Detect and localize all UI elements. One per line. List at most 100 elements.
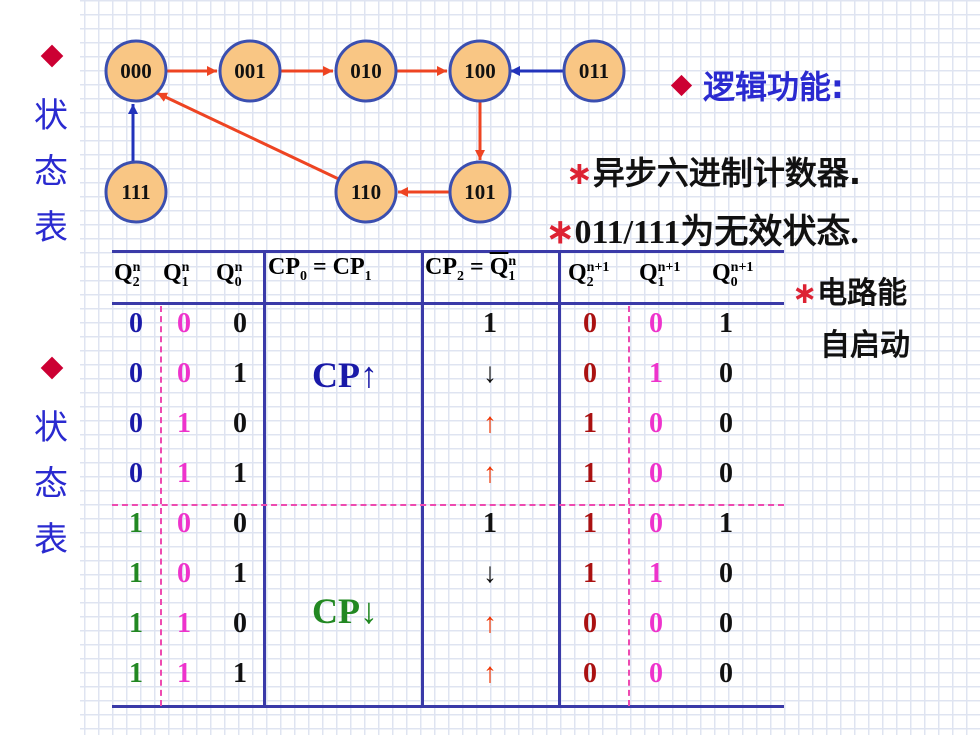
state-node-001: 001 bbox=[218, 39, 282, 103]
label-char: 表 bbox=[34, 520, 68, 560]
table-cell-q0: 0 bbox=[233, 508, 247, 539]
state-node-000: 000 bbox=[104, 39, 168, 103]
header-cp2: CP2 = Q1n bbox=[425, 254, 517, 284]
label-char: 表 bbox=[34, 208, 68, 248]
table-cell-q0: 1 bbox=[233, 658, 247, 689]
state-node-100: 100 bbox=[448, 39, 512, 103]
table-cell-cp2: ↓ bbox=[483, 358, 497, 389]
table-cell-n2: 0 bbox=[583, 308, 597, 339]
dashed-divider bbox=[160, 306, 162, 706]
header-q0n: Q0n bbox=[216, 260, 243, 290]
table-cell-n1: 0 bbox=[649, 458, 663, 489]
table-divider-cp2-next bbox=[558, 250, 561, 708]
svg-text:010: 010 bbox=[350, 59, 382, 83]
state-table-label-top: 状 态 表 bbox=[26, 88, 76, 256]
table-cell-q2: 0 bbox=[129, 308, 143, 339]
table-cell-q2: 1 bbox=[129, 608, 143, 639]
counter-description: ∗异步六进制计数器. bbox=[566, 148, 861, 194]
header-q1n1: Q1n+1 bbox=[639, 260, 681, 290]
table-cell-q0: 1 bbox=[233, 558, 247, 589]
state-node-101: 101 bbox=[448, 160, 512, 224]
table-bottom-border bbox=[112, 705, 784, 708]
invalid-state-note: ∗011/111为无效状态. bbox=[546, 204, 859, 253]
self-start-text-1: 电路能 bbox=[817, 276, 908, 311]
svg-text:110: 110 bbox=[351, 180, 381, 204]
table-divider-q-cp bbox=[263, 250, 266, 708]
table-cell-q1: 0 bbox=[177, 508, 191, 539]
header-cp0-cp1: CP0 = CP1 bbox=[268, 254, 372, 284]
table-cell-n2: 1 bbox=[583, 458, 597, 489]
state-node-110: 110 bbox=[334, 160, 398, 224]
label-char: 态 bbox=[34, 152, 68, 192]
state-table-label-bottom: 状 态 表 bbox=[26, 400, 76, 568]
label-char: 状 bbox=[34, 96, 68, 136]
table-cell-cp2: ↑ bbox=[483, 608, 497, 639]
table-cell-q0: 0 bbox=[233, 608, 247, 639]
table-cell-q2: 1 bbox=[129, 558, 143, 589]
table-cell-n1: 0 bbox=[649, 308, 663, 339]
table-cell-q2: 0 bbox=[129, 408, 143, 439]
table-top-border bbox=[112, 250, 784, 253]
table-cell-n2: 0 bbox=[583, 358, 597, 389]
logic-label: 逻辑功能: bbox=[703, 68, 844, 106]
table-cell-n2: 1 bbox=[583, 508, 597, 539]
table-cell-q0: 1 bbox=[233, 458, 247, 489]
table-cell-cp2: ↑ bbox=[483, 458, 497, 489]
table-cell-cp2: ↑ bbox=[483, 658, 497, 689]
table-cell-n0: 1 bbox=[719, 308, 733, 339]
logic-function-heading: 逻辑功能: bbox=[670, 62, 844, 108]
table-cell-n0: 0 bbox=[719, 458, 733, 489]
header-q1n: Q1n bbox=[163, 260, 190, 290]
table-cell-q1: 1 bbox=[177, 458, 191, 489]
table-divider-cp-cp2 bbox=[421, 250, 424, 708]
table-cell-q0: 0 bbox=[233, 408, 247, 439]
table-cell-n1: 0 bbox=[649, 508, 663, 539]
header-q2n: Q2n bbox=[114, 260, 141, 290]
cp-rising-label: CP↑ bbox=[312, 355, 378, 395]
svg-text:011: 011 bbox=[579, 59, 609, 83]
invalid-text: 011/111为无效状态. bbox=[574, 214, 859, 251]
table-cell-n1: 0 bbox=[649, 608, 663, 639]
table-header-border bbox=[112, 302, 784, 305]
label-char: 状 bbox=[34, 408, 68, 448]
state-node-111: 111 bbox=[104, 160, 168, 224]
table-cell-n2: 0 bbox=[583, 608, 597, 639]
state-table: Q2n Q1n Q0n CP0 = CP1 CP2 = Q1n Q2n+1 Q1… bbox=[112, 250, 784, 708]
table-cell-q2: 1 bbox=[129, 508, 143, 539]
table-cell-n0: 0 bbox=[719, 558, 733, 589]
state-diagram: 000 001 010 100 011 111 110 101 bbox=[104, 39, 626, 224]
table-cell-n2: 1 bbox=[583, 558, 597, 589]
table-cell-n0: 0 bbox=[719, 358, 733, 389]
self-start-note-1: ∗电路能 bbox=[792, 268, 907, 312]
table-cell-q1: 1 bbox=[177, 408, 191, 439]
header-q0n1: Q0n+1 bbox=[712, 260, 754, 290]
table-cell-n0: 0 bbox=[719, 658, 733, 689]
table-cell-q0: 1 bbox=[233, 358, 247, 389]
counter-text: 异步六进制计数器. bbox=[592, 154, 861, 192]
svg-text:000: 000 bbox=[120, 59, 152, 83]
table-cell-n2: 1 bbox=[583, 408, 597, 439]
table-cell-q1: 0 bbox=[177, 358, 191, 389]
self-start-text-2: 自启动 bbox=[820, 328, 910, 363]
label-char: 态 bbox=[34, 464, 68, 504]
svg-text:111: 111 bbox=[121, 180, 150, 204]
bullet-diamond-icon bbox=[670, 74, 693, 97]
svg-text:100: 100 bbox=[464, 59, 496, 83]
table-cell-n1: 0 bbox=[649, 658, 663, 689]
table-cell-n1: 0 bbox=[649, 408, 663, 439]
table-cell-cp2: ↑ bbox=[483, 408, 497, 439]
svg-text:001: 001 bbox=[234, 59, 266, 83]
table-cell-q1: 0 bbox=[177, 558, 191, 589]
left-band bbox=[0, 0, 80, 735]
table-cell-q2: 0 bbox=[129, 358, 143, 389]
bullet-star-icon: ∗ bbox=[792, 276, 818, 311]
table-cell-n2: 0 bbox=[583, 658, 597, 689]
bullet-star-icon: ∗ bbox=[546, 214, 575, 251]
table-cell-n1: 1 bbox=[649, 558, 663, 589]
table-cell-q1: 1 bbox=[177, 658, 191, 689]
table-cell-n0: 0 bbox=[719, 408, 733, 439]
table-cell-q1: 0 bbox=[177, 308, 191, 339]
table-cell-n0: 1 bbox=[719, 508, 733, 539]
table-cell-cp2: 1 bbox=[483, 308, 497, 339]
state-node-010: 010 bbox=[334, 39, 398, 103]
